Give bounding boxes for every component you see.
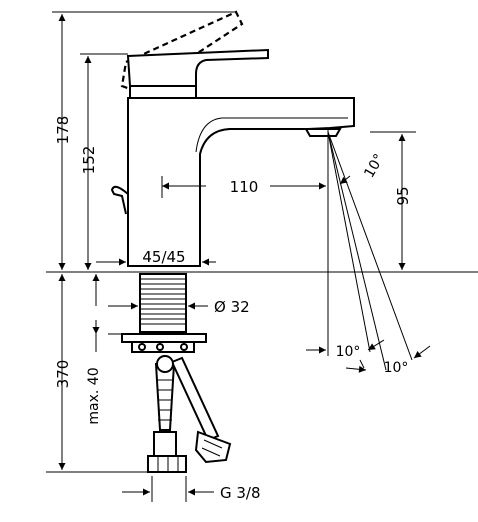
hose-left-top	[156, 355, 174, 373]
dim-spray-angle-top: 10°	[339, 151, 388, 185]
hose-right	[170, 356, 220, 442]
spray-angle-1-label: 10°	[336, 344, 361, 360]
body-width-label: 45/45	[142, 248, 185, 266]
outlet-height-label: 95	[394, 186, 412, 205]
threaded-shank	[139, 273, 187, 333]
dim-max-thickness: max. 40	[86, 274, 102, 425]
nut-hole-left	[138, 343, 146, 351]
total-height-label: 178	[54, 116, 72, 145]
hose-left-nut	[147, 455, 187, 473]
spray-angle-2-label: 10°	[384, 360, 409, 376]
mounting-plate	[121, 333, 207, 343]
dim-hole-diameter: Ø 32	[108, 298, 250, 316]
aerator	[304, 128, 342, 137]
dim-spray-angle-2: 10°	[345, 345, 431, 376]
lever-base	[129, 85, 197, 99]
hose-left-nut-hex	[157, 456, 179, 472]
dim-hose-length: 370	[54, 274, 72, 470]
faucet-body	[110, 10, 355, 473]
nut-hole-right	[180, 343, 188, 351]
max-thickness-label: max. 40	[86, 367, 102, 424]
dim-spout-height: 152	[80, 56, 98, 270]
hole-diameter-label: Ø 32	[214, 298, 250, 316]
pop-up-rod	[110, 185, 129, 215]
spout-height-label: 152	[80, 146, 98, 175]
dim-connection: G 3/8	[122, 484, 261, 502]
dim-reach: 110	[161, 176, 326, 198]
spray-angle-top-label: 10°	[361, 151, 387, 181]
spout-contour	[195, 117, 348, 153]
thread-lines	[140, 278, 186, 325]
hose-right-connector-hex	[201, 439, 223, 457]
dim-spray-angle-1: 10°	[306, 339, 385, 360]
dim-total-height: 178	[54, 14, 72, 270]
nut-hole-center	[156, 343, 164, 351]
dim-outlet-height: 95	[394, 134, 412, 270]
hose-length-label: 370	[54, 360, 72, 389]
extension-lines	[46, 11, 478, 502]
hose-right-connector	[194, 430, 232, 464]
lever-open-dashed	[120, 10, 244, 94]
hose-left-connector	[153, 431, 177, 457]
connection-label: G 3/8	[220, 484, 261, 502]
hose-left-braid	[158, 379, 172, 421]
dim-body-width: 45/45	[96, 248, 216, 266]
reach-label: 110	[230, 178, 259, 196]
